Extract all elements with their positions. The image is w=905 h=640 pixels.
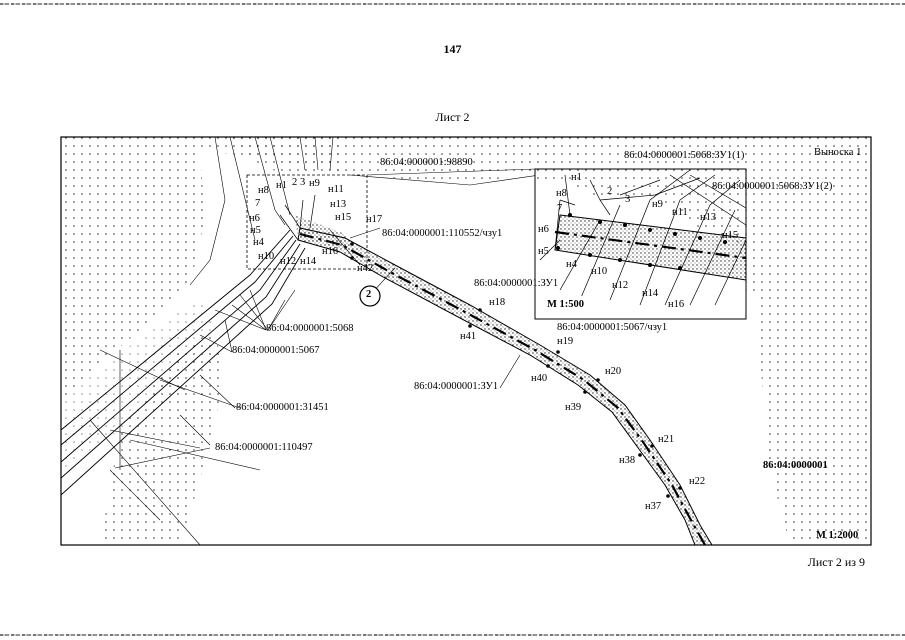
jpoint-n10: н10 xyxy=(258,251,275,262)
point-n37: н37 xyxy=(645,501,662,512)
jpoint-3: 3 xyxy=(300,177,306,188)
label-quarter: 86:04:0000001 xyxy=(763,460,828,471)
inset-label-5067: 86:04:0000001:5067/чзу1 xyxy=(557,322,668,333)
ipoint-n10: н10 xyxy=(591,266,608,277)
parcel-31451-area xyxy=(61,300,215,470)
inset-label-zu1: 86:04:0000001:ЗУ1 xyxy=(474,278,559,289)
point-n19: н19 xyxy=(557,336,574,347)
parcel-west-area xyxy=(61,150,205,400)
jpoint-n11: н11 xyxy=(328,184,344,195)
corridor-axis xyxy=(299,232,706,545)
callout-number: 2 xyxy=(366,289,372,300)
jpoint-n1: н1 xyxy=(276,180,287,191)
point-n42: н42 xyxy=(357,263,374,274)
ipoint-n9: н9 xyxy=(652,199,663,210)
parcel-north-area xyxy=(230,137,345,175)
inset-scale-box xyxy=(543,296,599,313)
point-n21: н21 xyxy=(658,434,675,445)
callout-circle xyxy=(359,285,381,307)
jpoint-n12: н12 xyxy=(280,256,297,267)
point-n38: н38 xyxy=(619,455,636,466)
jpoint-7: 7 xyxy=(255,198,261,209)
point-n40: н40 xyxy=(531,373,548,384)
jpoint-n9: н9 xyxy=(309,178,320,189)
label-parcel-zu1: 86:04:0000001:ЗУ1 xyxy=(414,381,499,392)
parcel-east-area xyxy=(746,170,871,545)
ipoint-n15: н15 xyxy=(722,230,739,241)
label-parcel-110497: 86:04:0000001:110497 xyxy=(215,442,313,453)
jpoint-n5: н5 xyxy=(250,225,261,236)
inset-label-zu1-2: 86:04:0000001:5068:ЗУ1(2) xyxy=(712,181,833,192)
point-n41: н41 xyxy=(460,331,477,342)
jpoint-n4: н4 xyxy=(253,237,264,248)
corridor-fill xyxy=(297,227,713,545)
point-n18: н18 xyxy=(489,297,506,308)
ipoint-2: 2 xyxy=(607,186,613,197)
label-main-scale: М 1:2000 xyxy=(816,530,859,541)
sheet-footer: Лист 2 из 9 xyxy=(807,555,865,569)
jpoint-2: 2 xyxy=(292,177,298,188)
ipoint-n6: н6 xyxy=(538,224,549,235)
point-n17: н17 xyxy=(366,214,383,225)
callout-1-frame xyxy=(246,174,368,270)
ipoint-n16: н16 xyxy=(668,299,685,310)
jpoint-n14: н14 xyxy=(300,256,317,267)
label-parcel-5067: 86:04:0000001:5067 xyxy=(232,345,320,356)
ipoint-n14: н14 xyxy=(642,288,659,299)
ipoint-7: 7 xyxy=(557,203,563,214)
ipoint-n8: н8 xyxy=(556,188,567,199)
map-body xyxy=(61,137,871,545)
point-n39: н39 xyxy=(565,402,582,413)
corridor-vertices xyxy=(350,242,682,498)
label-parcel-110552: 86:04:0000001:110552/чзу1 xyxy=(382,228,503,239)
ipoint-n4: н4 xyxy=(566,259,577,270)
callout-title: Выноска 1 xyxy=(814,147,862,158)
label-parcel-98890: 86:04:0000001:98890 xyxy=(380,157,473,168)
scan-top-edge xyxy=(0,3,905,5)
point-n20: н20 xyxy=(605,366,622,377)
ipoint-n11: н11 xyxy=(672,207,688,218)
ipoint-3: 3 xyxy=(625,194,631,205)
ipoint-n1: н1 xyxy=(571,172,582,183)
ipoint-n5: н5 xyxy=(538,246,549,257)
ipoint-n12: н12 xyxy=(612,280,629,291)
jpoint-n16: н16 xyxy=(322,246,339,257)
jpoint-n8: н8 xyxy=(258,185,269,196)
west-road-lines xyxy=(61,229,306,496)
map-frame xyxy=(60,136,872,546)
jpoint-n13: н13 xyxy=(330,199,347,210)
scan-bottom-edge xyxy=(0,634,905,636)
jpoint-n15: н15 xyxy=(335,212,352,223)
jpoint-n6: н6 xyxy=(249,213,260,224)
inset-map xyxy=(534,168,747,320)
label-parcel-5068: 86:04:0000001:5068 xyxy=(266,323,354,334)
page-number: 147 xyxy=(443,42,462,56)
inset-scale: М 1:500 xyxy=(547,299,585,310)
label-parcel-31451: 86:04:0000001:31451 xyxy=(236,402,329,413)
ipoint-n13: н13 xyxy=(700,212,717,223)
point-n22: н22 xyxy=(689,476,706,487)
leader-lines xyxy=(109,227,521,469)
sheet-title: Лист 2 xyxy=(435,110,470,124)
inset-label-zu1-1: 86:04:0000001:5068:ЗУ1(1) xyxy=(624,150,745,161)
